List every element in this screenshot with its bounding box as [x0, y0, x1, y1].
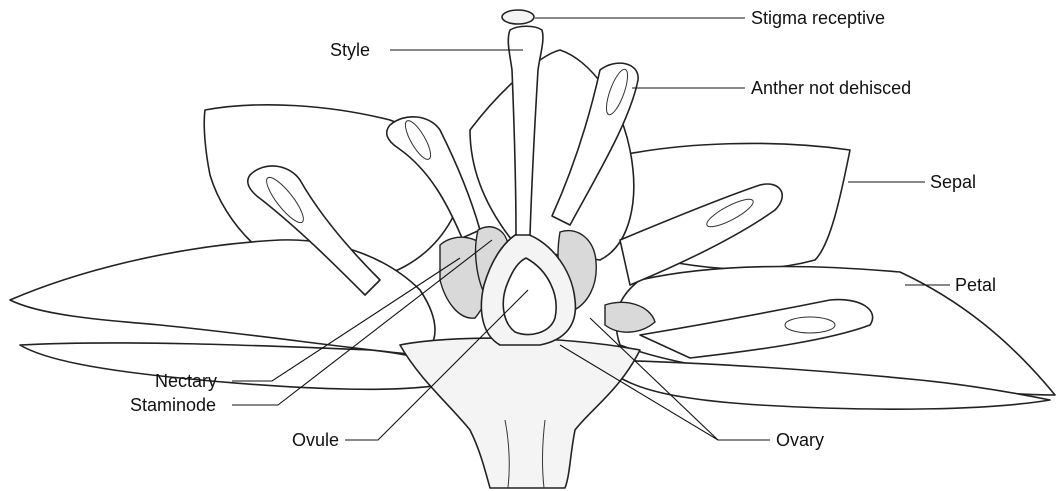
label-nectary: Nectary	[155, 371, 217, 391]
stigma	[502, 10, 534, 24]
petal-left	[10, 240, 435, 355]
label-ovule: Ovule	[292, 430, 339, 450]
label-staminode: Staminode	[130, 395, 216, 415]
label-sepal: Sepal	[930, 172, 976, 192]
receptacle	[400, 338, 640, 488]
label-stigma: Stigma receptive	[751, 8, 885, 28]
label-anther: Anther not dehisced	[751, 78, 911, 98]
label-style: Style	[330, 40, 370, 60]
label-ovary: Ovary	[776, 430, 824, 450]
label-petal: Petal	[955, 275, 996, 295]
